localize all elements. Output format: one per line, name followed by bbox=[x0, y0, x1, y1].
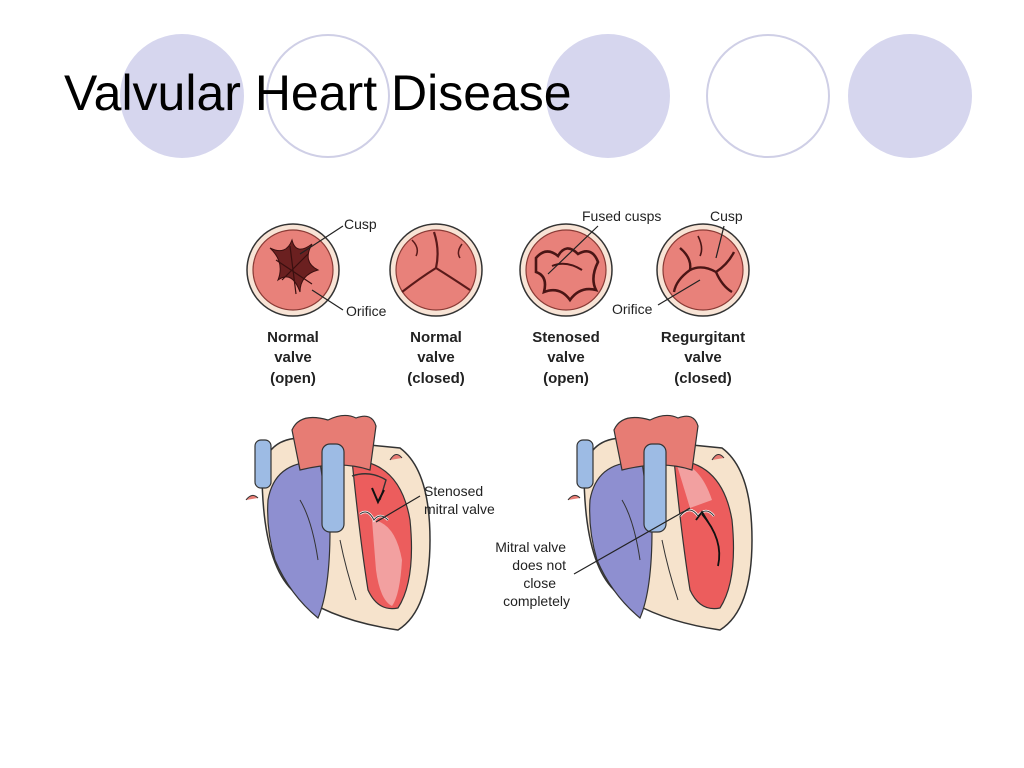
label-mitral-not-close-line-3: close bbox=[523, 575, 556, 591]
heart-regurgitant-mitral bbox=[567, 414, 753, 631]
leader-orifice-right bbox=[657, 279, 701, 306]
valve-regurgitant-closed bbox=[656, 223, 750, 317]
leader-mitral-not-close bbox=[573, 507, 691, 575]
caption-valve-1-line-3: (open) bbox=[270, 370, 316, 387]
caption-valve-3-line-1: Stenosed bbox=[532, 329, 600, 346]
leader-cusp-right bbox=[715, 225, 725, 259]
valve-stenosed-open bbox=[519, 223, 613, 317]
label-mitral-not-close-line-4: completely bbox=[503, 593, 570, 609]
decor-ring bbox=[706, 34, 830, 158]
leader-stenosed-mitral bbox=[375, 495, 421, 523]
decor-circle bbox=[546, 34, 670, 158]
caption-valve-2-line-2: valve bbox=[417, 349, 455, 366]
caption-valve-4-line-1: Regurgitant bbox=[661, 329, 745, 346]
caption-valve-1-line-1: Normal bbox=[267, 329, 319, 346]
leader-fused-cusps bbox=[547, 225, 599, 275]
label-stenosed-mitral-line-1: Stenosed bbox=[424, 483, 483, 499]
leader-cusp-left bbox=[299, 225, 344, 255]
label-fused-cusps: Fused cusps bbox=[582, 208, 661, 224]
caption-valve-3-line-3: (open) bbox=[543, 370, 589, 387]
label-stenosed-mitral-line-2: mitral valve bbox=[424, 501, 495, 517]
caption-valve-1-line-2: valve bbox=[274, 349, 312, 366]
caption-valve-3-line-2: valve bbox=[547, 349, 585, 366]
label-cusp-right: Cusp bbox=[710, 208, 743, 224]
caption-valve-2-line-3: (closed) bbox=[407, 370, 465, 387]
label-orifice-right: Orifice bbox=[612, 301, 653, 317]
decor-circle bbox=[120, 34, 244, 158]
label-orifice-left: Orifice bbox=[346, 303, 387, 319]
label-mitral-not-close-line-1: Mitral valve bbox=[495, 539, 566, 555]
leader-orifice-left bbox=[311, 289, 344, 311]
caption-valve-4-line-3: (closed) bbox=[674, 370, 732, 387]
caption-valve-2-line-1: Normal bbox=[410, 329, 462, 346]
valve-normal-closed bbox=[389, 223, 483, 317]
caption-valve-4-line-2: valve bbox=[684, 349, 722, 366]
decor-circle bbox=[848, 34, 972, 158]
slide-title: Valvular Heart Disease bbox=[64, 65, 572, 121]
decor-ring bbox=[266, 34, 390, 158]
label-mitral-not-close-line-2: does not bbox=[512, 557, 566, 573]
label-cusp-left: Cusp bbox=[344, 216, 377, 232]
heart-stenosed-mitral bbox=[245, 414, 431, 631]
